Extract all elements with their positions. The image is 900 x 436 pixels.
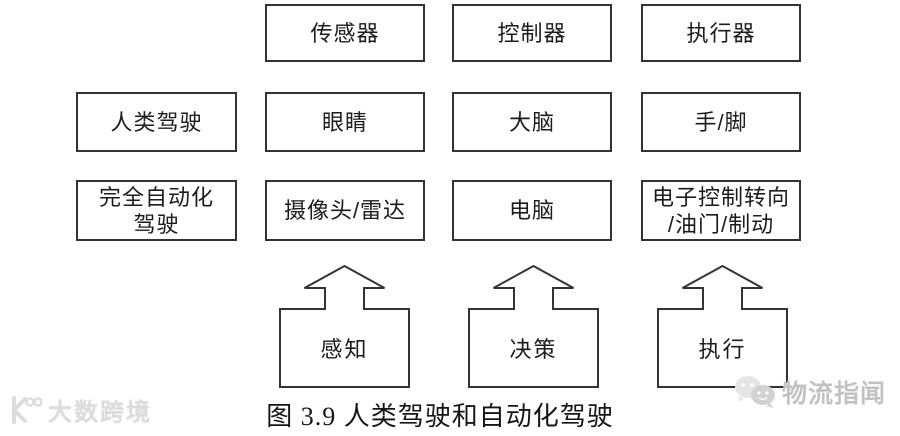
dashukuajing-logo-icon <box>12 395 42 424</box>
up-arrow-box-shape <box>279 265 410 388</box>
up-arrow-box-shape <box>468 265 599 388</box>
watermark-left: 大数跨境 <box>8 392 152 427</box>
process-execution-unit: 执行 <box>657 265 788 388</box>
box-electronic-control: 电子控制转向 /油门/制动 <box>641 180 801 241</box>
box-camera-radar-label: 摄像头/雷达 <box>283 198 407 223</box>
watermark-right-text: 物流指闻 <box>782 380 887 408</box>
process-execution-label: 执行 <box>698 337 747 362</box>
process-perception-label: 感知 <box>320 337 369 362</box>
box-actuator-label: 执行器 <box>686 20 756 46</box>
figure-caption: 图 3.9 人类驾驶和自动化驾驶 <box>266 402 614 431</box>
process-perception-unit: 感知 <box>279 265 410 388</box>
box-actuator: 执行器 <box>641 4 801 62</box>
box-human-driving-label: 人类驾驶 <box>110 109 203 135</box>
process-decision-label: 决策 <box>509 337 558 362</box>
box-hands-feet-label: 手/脚 <box>694 109 748 135</box>
box-brain: 大脑 <box>452 92 612 152</box>
box-sensor-label: 传感器 <box>310 20 380 46</box>
box-hands-feet: 手/脚 <box>641 92 801 152</box>
box-camera-radar: 摄像头/雷达 <box>265 180 425 241</box>
box-full-automation-line2: 驾驶 <box>133 211 180 237</box>
box-electronic-control-line2: /油门/制动 <box>667 211 775 237</box>
box-controller: 控制器 <box>452 4 612 62</box>
box-full-automation-line1: 完全自动化 <box>98 184 214 210</box>
watermark-left-text: 大数跨境 <box>48 399 152 426</box>
wechat-icon <box>735 376 775 408</box>
watermark-right: 物流指闻 <box>732 374 886 410</box>
box-eyes-label: 眼睛 <box>321 109 368 135</box>
box-eyes: 眼睛 <box>265 92 425 152</box>
box-sensor: 传感器 <box>265 4 425 62</box>
box-brain-label: 大脑 <box>508 109 555 135</box>
box-computer-label: 电脑 <box>508 198 555 223</box>
box-full-automation-driving: 完全自动化 驾驶 <box>76 180 237 241</box>
process-decision-unit: 决策 <box>468 265 599 388</box>
box-human-driving: 人类驾驶 <box>76 92 237 152</box>
box-computer: 电脑 <box>452 180 612 241</box>
box-electronic-control-line1: 电子控制转向 <box>651 184 790 210</box>
box-controller-label: 控制器 <box>497 20 567 46</box>
